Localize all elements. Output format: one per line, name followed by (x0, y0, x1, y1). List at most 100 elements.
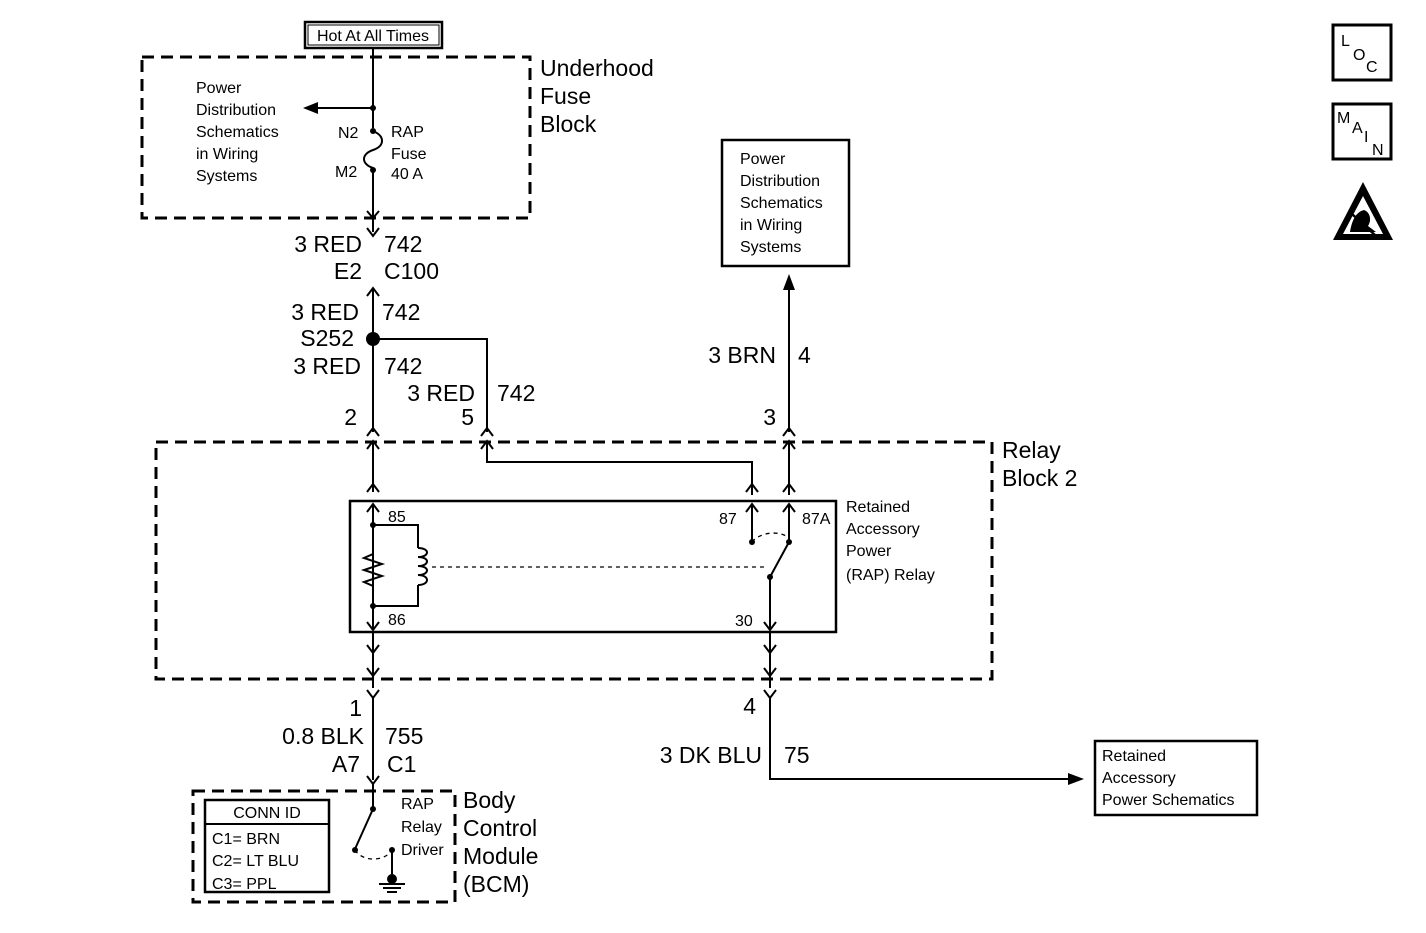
svg-text:Fuse: Fuse (391, 146, 427, 163)
svg-text:(BCM): (BCM) (463, 871, 529, 897)
svg-text:Systems: Systems (740, 239, 801, 256)
arrow-left-icon (303, 102, 318, 114)
hot-at-all-times-label: Hot At All Times (303, 20, 444, 50)
svg-text:CONN ID: CONN ID (233, 805, 301, 822)
svg-text:742: 742 (382, 299, 420, 325)
svg-text:742: 742 (384, 231, 422, 257)
svg-text:Retained: Retained (1102, 748, 1166, 765)
rap-schematics-reference-box: Retained Accessory Power Schematics (1093, 739, 1259, 817)
relay-block-2-outline (154, 440, 994, 681)
rap-relay-label: Retained Accessory Power (RAP) Relay (846, 499, 935, 584)
main-icon[interactable]: M A I N (1331, 102, 1393, 161)
svg-text:75: 75 (784, 742, 810, 768)
brn-wire-label: 3 BRN 4 (708, 342, 811, 368)
power-distribution-reference-box: Power Distribution Schematics in Wiring … (720, 138, 851, 268)
svg-text:30: 30 (735, 613, 753, 630)
svg-text:Relay: Relay (401, 819, 442, 836)
svg-text:N: N (1372, 142, 1384, 159)
svg-text:C1: C1 (387, 751, 416, 777)
wire-label-upper: 3 RED 742 E2 C100 (294, 231, 439, 284)
svg-text:C3= PPL: C3= PPL (212, 876, 277, 893)
loc-icon[interactable]: L O C (1331, 23, 1393, 82)
svg-text:Distribution: Distribution (740, 173, 820, 190)
svg-text:A: A (1352, 120, 1363, 137)
svg-text:C: C (1366, 59, 1378, 76)
svg-text:3 DK BLU: 3 DK BLU (660, 742, 762, 768)
svg-text:4: 4 (798, 342, 811, 368)
svg-text:E2: E2 (334, 258, 362, 284)
svg-text:Block: Block (540, 111, 597, 137)
svg-text:M: M (1337, 110, 1350, 127)
svg-text:L: L (1341, 33, 1350, 50)
svg-text:Systems: Systems (196, 168, 257, 185)
svg-text:C2= LT BLU: C2= LT BLU (212, 853, 299, 870)
svg-text:0.8 BLK: 0.8 BLK (282, 723, 364, 749)
svg-text:3 RED: 3 RED (407, 380, 475, 406)
svg-text:O: O (1353, 47, 1365, 64)
svg-text:3: 3 (763, 404, 776, 430)
blk-wire-label: 0.8 BLK 755 A7 C1 (282, 723, 423, 777)
svg-text:C100: C100 (384, 258, 439, 284)
svg-text:in Wiring: in Wiring (740, 217, 802, 234)
svg-text:S252: S252 (300, 325, 354, 351)
svg-text:3 BRN: 3 BRN (708, 342, 776, 368)
svg-text:Accessory: Accessory (1102, 770, 1176, 787)
bcm-outline (191, 789, 457, 904)
svg-text:Accessory: Accessory (846, 521, 920, 538)
bcm-title: Body Control Module (BCM) (463, 787, 538, 897)
svg-text:Schematics: Schematics (740, 195, 823, 212)
relay-switch-arm (769, 541, 790, 578)
svg-text:Power: Power (196, 80, 242, 97)
svg-text:Fuse: Fuse (540, 83, 591, 109)
svg-text:86: 86 (388, 612, 406, 629)
svg-text:Body: Body (463, 787, 516, 813)
svg-text:4: 4 (743, 693, 756, 719)
svg-text:A7: A7 (332, 751, 360, 777)
svg-text:Distribution: Distribution (196, 102, 276, 119)
svg-text:(RAP) Relay: (RAP) Relay (846, 567, 935, 584)
bcm-driver-label: RAP Relay Driver (401, 796, 444, 859)
arrow-up-icon (783, 274, 795, 290)
svg-text:87: 87 (719, 511, 737, 528)
relay-block-bottom-connectors (366, 632, 777, 688)
svg-text:Power: Power (846, 543, 892, 560)
svg-text:Block 2: Block 2 (1002, 465, 1077, 491)
svg-text:Hot At All Times: Hot At All Times (317, 28, 429, 45)
splice-s252-labels: 3 RED 742 S252 3 RED 742 (291, 299, 422, 379)
arrow-right-icon (1068, 773, 1084, 785)
svg-text:3 RED: 3 RED (294, 231, 362, 257)
svg-text:Relay: Relay (1002, 437, 1061, 463)
svg-text:2: 2 (344, 404, 357, 430)
svg-text:I: I (1364, 129, 1368, 146)
underhood-fuse-block-title: Underhood Fuse Block (540, 55, 654, 137)
svg-text:Driver: Driver (401, 842, 444, 859)
relay-block-top-connectors (366, 426, 796, 450)
svg-text:Underhood: Underhood (540, 55, 654, 81)
svg-text:Control: Control (463, 815, 537, 841)
svg-text:Power: Power (740, 151, 786, 168)
svg-text:40 A: 40 A (391, 166, 423, 183)
svg-text:Module: Module (463, 843, 538, 869)
power-distribution-reference-left: Power Distribution Schematics in Wiring … (196, 80, 279, 185)
ground-icon (379, 883, 405, 893)
bcm-driver-switch (354, 808, 374, 850)
rap-relay-box (348, 499, 838, 634)
svg-text:87A: 87A (802, 511, 831, 528)
svg-text:Retained: Retained (846, 499, 910, 516)
svg-text:3 RED: 3 RED (293, 353, 361, 379)
underhood-fuse-block-outline (140, 55, 532, 220)
svg-text:N2: N2 (338, 125, 359, 142)
svg-text:in Wiring: in Wiring (196, 146, 258, 163)
svg-text:742: 742 (497, 380, 535, 406)
relay-coil-icon (417, 547, 428, 586)
svg-text:85: 85 (388, 509, 406, 526)
svg-text:755: 755 (385, 723, 423, 749)
svg-text:RAP: RAP (401, 796, 434, 813)
relay-block-2-title: Relay Block 2 (1002, 437, 1077, 491)
svg-text:742: 742 (384, 353, 422, 379)
svg-text:3 RED: 3 RED (291, 299, 359, 325)
svg-text:M2: M2 (335, 164, 357, 181)
connector-c100-symbol (366, 227, 380, 238)
svg-text:1: 1 (349, 695, 362, 721)
